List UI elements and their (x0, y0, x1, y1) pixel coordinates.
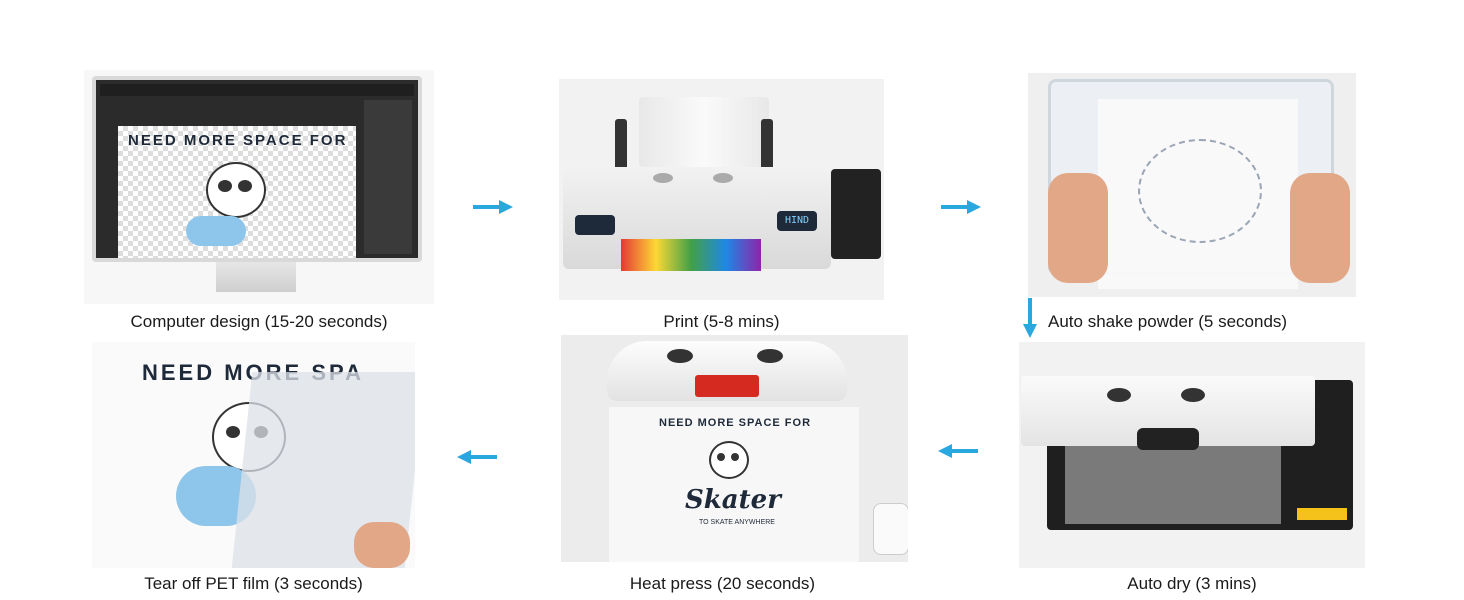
caption-heat-press: Heat press (20 seconds) (629, 574, 816, 593)
pet-film-sheet (1098, 99, 1298, 289)
roll-holder (761, 119, 773, 179)
lid-panda-eye (1107, 388, 1131, 402)
auto-dry-photo (1019, 342, 1365, 568)
arrow-right-icon (941, 200, 981, 214)
press-handle (695, 375, 759, 397)
left-control-panel (575, 215, 615, 235)
software-toolbar (100, 84, 414, 96)
monitor-stand (216, 262, 296, 292)
right-hand (1290, 173, 1350, 283)
left-hand (1048, 173, 1108, 283)
dryer-window (1065, 440, 1281, 524)
step-computer-design: NEED MORE SPACE FOR (84, 70, 434, 330)
caption-computer-design: Computer design (15-20 seconds) (130, 312, 388, 331)
warning-label (1297, 508, 1347, 520)
panda-eye (218, 180, 232, 192)
arrow-down-icon (1023, 298, 1037, 338)
film-roll (639, 97, 769, 167)
lid-handle (1137, 428, 1199, 450)
printer-panda-eye (653, 173, 673, 183)
shake-powder-photo (1028, 73, 1356, 297)
properties-panel (364, 100, 412, 254)
peeling-hand (354, 522, 410, 568)
shirt-panda (709, 441, 749, 479)
shirt-design-text: NEED MORE SPACE FOR (659, 417, 812, 429)
press-panda-eye (667, 349, 693, 363)
caption-auto-shake-powder: Auto shake powder (5 seconds) (1048, 312, 1288, 331)
panda-eye (717, 453, 725, 461)
arrow-left-icon (457, 450, 497, 464)
design-text: NEED MORE SPACE FOR (128, 132, 348, 149)
design-canvas: NEED MORE SPACE FOR (118, 126, 356, 258)
caption-auto-dry: Auto dry (3 mins) (1127, 574, 1257, 593)
heat-press-top (607, 341, 847, 401)
printer-panda-eye (713, 173, 733, 183)
caption-print: Print (5-8 mins) (663, 312, 780, 331)
arrow-right-icon (473, 200, 513, 214)
roll-holder (615, 119, 627, 179)
skateboard (186, 216, 246, 246)
monitor: NEED MORE SPACE FOR (92, 76, 422, 262)
film-design-print (1138, 139, 1262, 243)
panda-eye (226, 426, 240, 438)
arrow-left-icon (938, 444, 978, 458)
printer-photo: HIND (559, 79, 884, 300)
ink-cabinet (831, 169, 881, 259)
press-panda-eye (757, 349, 783, 363)
panel-readout: HIND (784, 215, 810, 226)
panda-eye (238, 180, 252, 192)
shirt-brand-script: Skater (685, 485, 781, 515)
panda-mascot (206, 162, 266, 218)
design-software-screen: NEED MORE SPACE FOR (96, 80, 418, 258)
printed-film (621, 239, 761, 271)
shirt-tagline: TO SKATE ANYWHERE (699, 519, 775, 526)
panda-eye (731, 453, 739, 461)
tear-film-photo: NEED MORE SPA (92, 342, 415, 568)
computer-design-photo: NEED MORE SPACE FOR (84, 70, 434, 304)
right-control-panel: HIND (777, 211, 817, 231)
t-shirt: NEED MORE SPACE FOR Skater TO SKATE ANYW… (609, 407, 859, 562)
lid-panda-eye (1181, 388, 1205, 402)
foot-pedal (873, 503, 908, 555)
caption-tear-off-pet-film: Tear off PET film (3 seconds) (144, 574, 363, 593)
heat-press-photo: NEED MORE SPACE FOR Skater TO SKATE ANYW… (561, 335, 908, 562)
